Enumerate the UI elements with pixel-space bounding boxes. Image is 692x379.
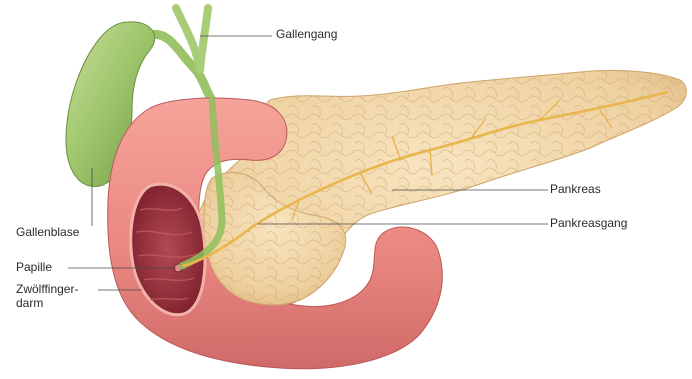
label-papille: Papille bbox=[16, 261, 52, 274]
label-gallenblase: Gallenblase bbox=[16, 226, 79, 239]
label-gallengang: Gallengang bbox=[276, 28, 337, 41]
label-zwoelffingerdarm-line1: Zwölffinger- bbox=[16, 283, 78, 296]
label-zwoelffingerdarm-line2: darm bbox=[16, 297, 43, 310]
hepatic-duct-right bbox=[200, 8, 208, 70]
label-pankreas: Pankreas bbox=[550, 183, 601, 196]
label-pankreasgang: Pankreasgang bbox=[550, 217, 627, 230]
